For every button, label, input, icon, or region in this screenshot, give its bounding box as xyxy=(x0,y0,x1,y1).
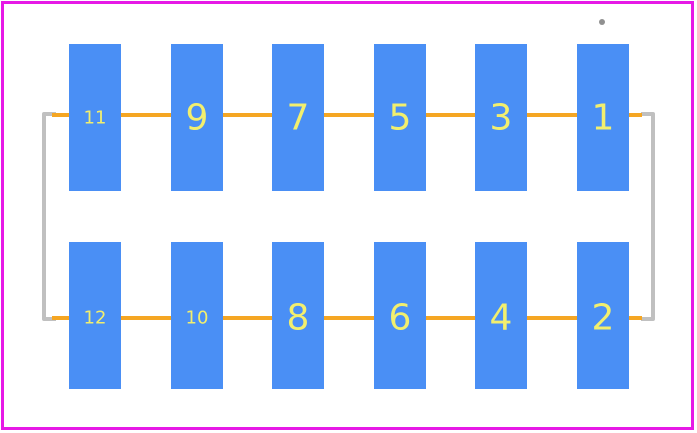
pad-label-10: 10 xyxy=(186,308,209,329)
pad-5 xyxy=(374,44,426,191)
pad-label-12: 12 xyxy=(84,308,107,329)
pad-10 xyxy=(171,242,223,389)
pad-8 xyxy=(272,242,324,389)
pad-label-5: 5 xyxy=(389,98,412,139)
pad-4 xyxy=(475,242,527,389)
pad-3 xyxy=(475,44,527,191)
top-pad-row: 11 9 7 5 3 1 xyxy=(69,44,629,191)
pad-1 xyxy=(577,44,629,191)
pad-label-3: 3 xyxy=(490,98,513,139)
courtyard-left-bracket xyxy=(42,112,56,321)
pad-7 xyxy=(272,44,324,191)
courtyard-right-bracket xyxy=(641,112,655,321)
pad-label-1: 1 xyxy=(592,98,615,139)
pin1-marker xyxy=(599,19,605,25)
pad-label-4: 4 xyxy=(490,298,513,339)
pad-label-11: 11 xyxy=(84,108,107,129)
pad-label-6: 6 xyxy=(389,298,412,339)
pad-6 xyxy=(374,242,426,389)
pad-12 xyxy=(69,242,121,389)
pad-label-8: 8 xyxy=(287,298,310,339)
pad-label-9: 9 xyxy=(186,98,209,139)
pad-label-7: 7 xyxy=(287,98,310,139)
pad-9 xyxy=(171,44,223,191)
pad-2 xyxy=(577,242,629,389)
pad-11 xyxy=(69,44,121,191)
pad-label-2: 2 xyxy=(592,298,615,339)
bottom-pad-row: 12 10 8 6 4 2 xyxy=(69,242,629,389)
